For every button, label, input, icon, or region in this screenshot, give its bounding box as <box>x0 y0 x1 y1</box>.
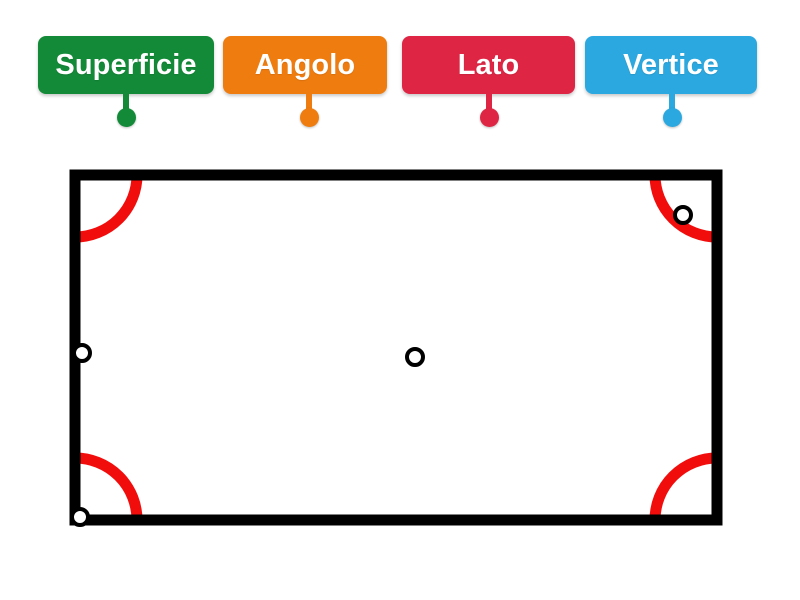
label-chip-pin-lato[interactable] <box>479 108 499 127</box>
vertex-target[interactable] <box>673 205 693 225</box>
diagram-svg <box>69 169 723 526</box>
rectangle-surface <box>75 175 717 520</box>
angle-arc-bottom-right <box>649 452 718 521</box>
label-chip-text: Superficie <box>55 48 197 81</box>
label-chip-vertice[interactable]: Vertice <box>585 36 757 94</box>
label-chip-stem-vertice <box>669 94 675 114</box>
label-chip-stem-superficie <box>123 94 129 114</box>
label-chip-stem-angolo <box>306 94 312 114</box>
label-chip-stem-lato <box>486 94 492 114</box>
label-chip-text: Angolo <box>254 48 356 81</box>
label-chip-pin-superficie[interactable] <box>116 108 136 127</box>
label-chip-superficie[interactable]: Superficie <box>38 36 214 94</box>
label-chip-pin-vertice[interactable] <box>662 108 682 127</box>
side-target[interactable] <box>72 343 92 363</box>
corner-vertex-target[interactable] <box>70 507 90 527</box>
angle-arc-bottom-left <box>74 452 143 521</box>
label-chip-text: Vertice <box>623 48 719 81</box>
label-chip-lato[interactable]: Lato <box>402 36 575 94</box>
angle-arc-top-left <box>74 174 143 243</box>
label-chip-angolo[interactable]: Angolo <box>223 36 387 94</box>
label-chip-pin-angolo[interactable] <box>299 108 319 127</box>
rectangle-diagram <box>0 140 800 570</box>
label-chip-text: Lato <box>457 48 520 81</box>
area-target[interactable] <box>405 347 425 367</box>
